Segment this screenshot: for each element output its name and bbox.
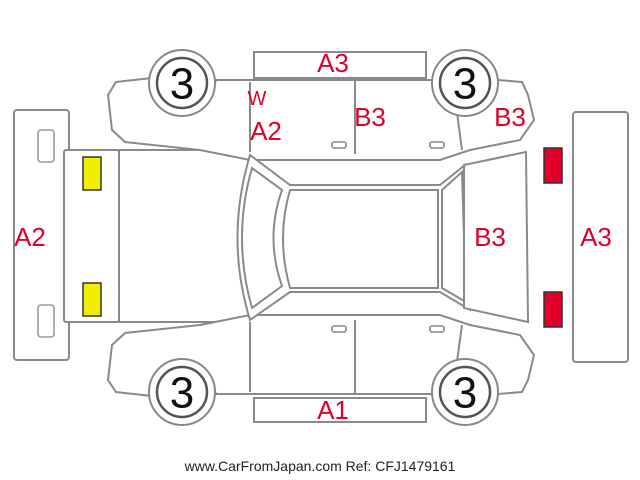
front-bumper-top-foglamp (37, 129, 55, 163)
hood-panel (63, 149, 250, 323)
wheel-front-bottom: 3 (148, 358, 216, 426)
bottom-rear-door-handle (429, 325, 445, 333)
wheel-rear-bottom-grade: 3 (453, 369, 477, 418)
rear-hatch (463, 150, 530, 324)
wheel-rear-bottom: 3 (431, 358, 499, 426)
rear-top-taillamp (543, 147, 563, 184)
label-left-front-door-w: W (248, 88, 267, 110)
windshield (241, 166, 284, 310)
top-rear-door-handle (429, 141, 445, 149)
top-roof-rail (253, 51, 427, 79)
label-left-rear-quarter: B3 (494, 102, 526, 132)
bottom-front-door-handle (331, 325, 347, 333)
label-rear-hatch: B3 (474, 222, 506, 252)
wheel-front-bottom-grade: 3 (170, 369, 194, 418)
label-rear-bumper: A3 (580, 222, 612, 252)
bottom-sill (253, 397, 427, 423)
roof-panel (282, 189, 439, 289)
front-bottom-headlamp (82, 282, 102, 317)
front-top-headlamp (82, 156, 102, 191)
label-left-rear-door: B3 (354, 102, 386, 132)
label-right-sill: A1 (317, 395, 349, 425)
wheel-rear-top-grade: 3 (453, 60, 477, 109)
rear-window (441, 169, 468, 304)
top-front-door-handle (331, 141, 347, 149)
footer-reference: www.CarFromJapan.com Ref: CFJ1479161 (184, 458, 456, 474)
wheel-front-top-grade: 3 (170, 60, 194, 109)
label-roof-top-edge: A3 (317, 48, 349, 78)
label-front-bumper: A2 (14, 222, 46, 252)
wheel-rear-top: 3 (431, 49, 499, 117)
rear-bottom-taillamp (543, 291, 563, 328)
rear-bumper (572, 111, 629, 363)
cabin (236, 153, 472, 322)
front-bumper-bottom-foglamp (37, 304, 55, 338)
label-left-front-door: A2 (250, 116, 282, 146)
wheel-front-top: 3 (148, 49, 216, 117)
